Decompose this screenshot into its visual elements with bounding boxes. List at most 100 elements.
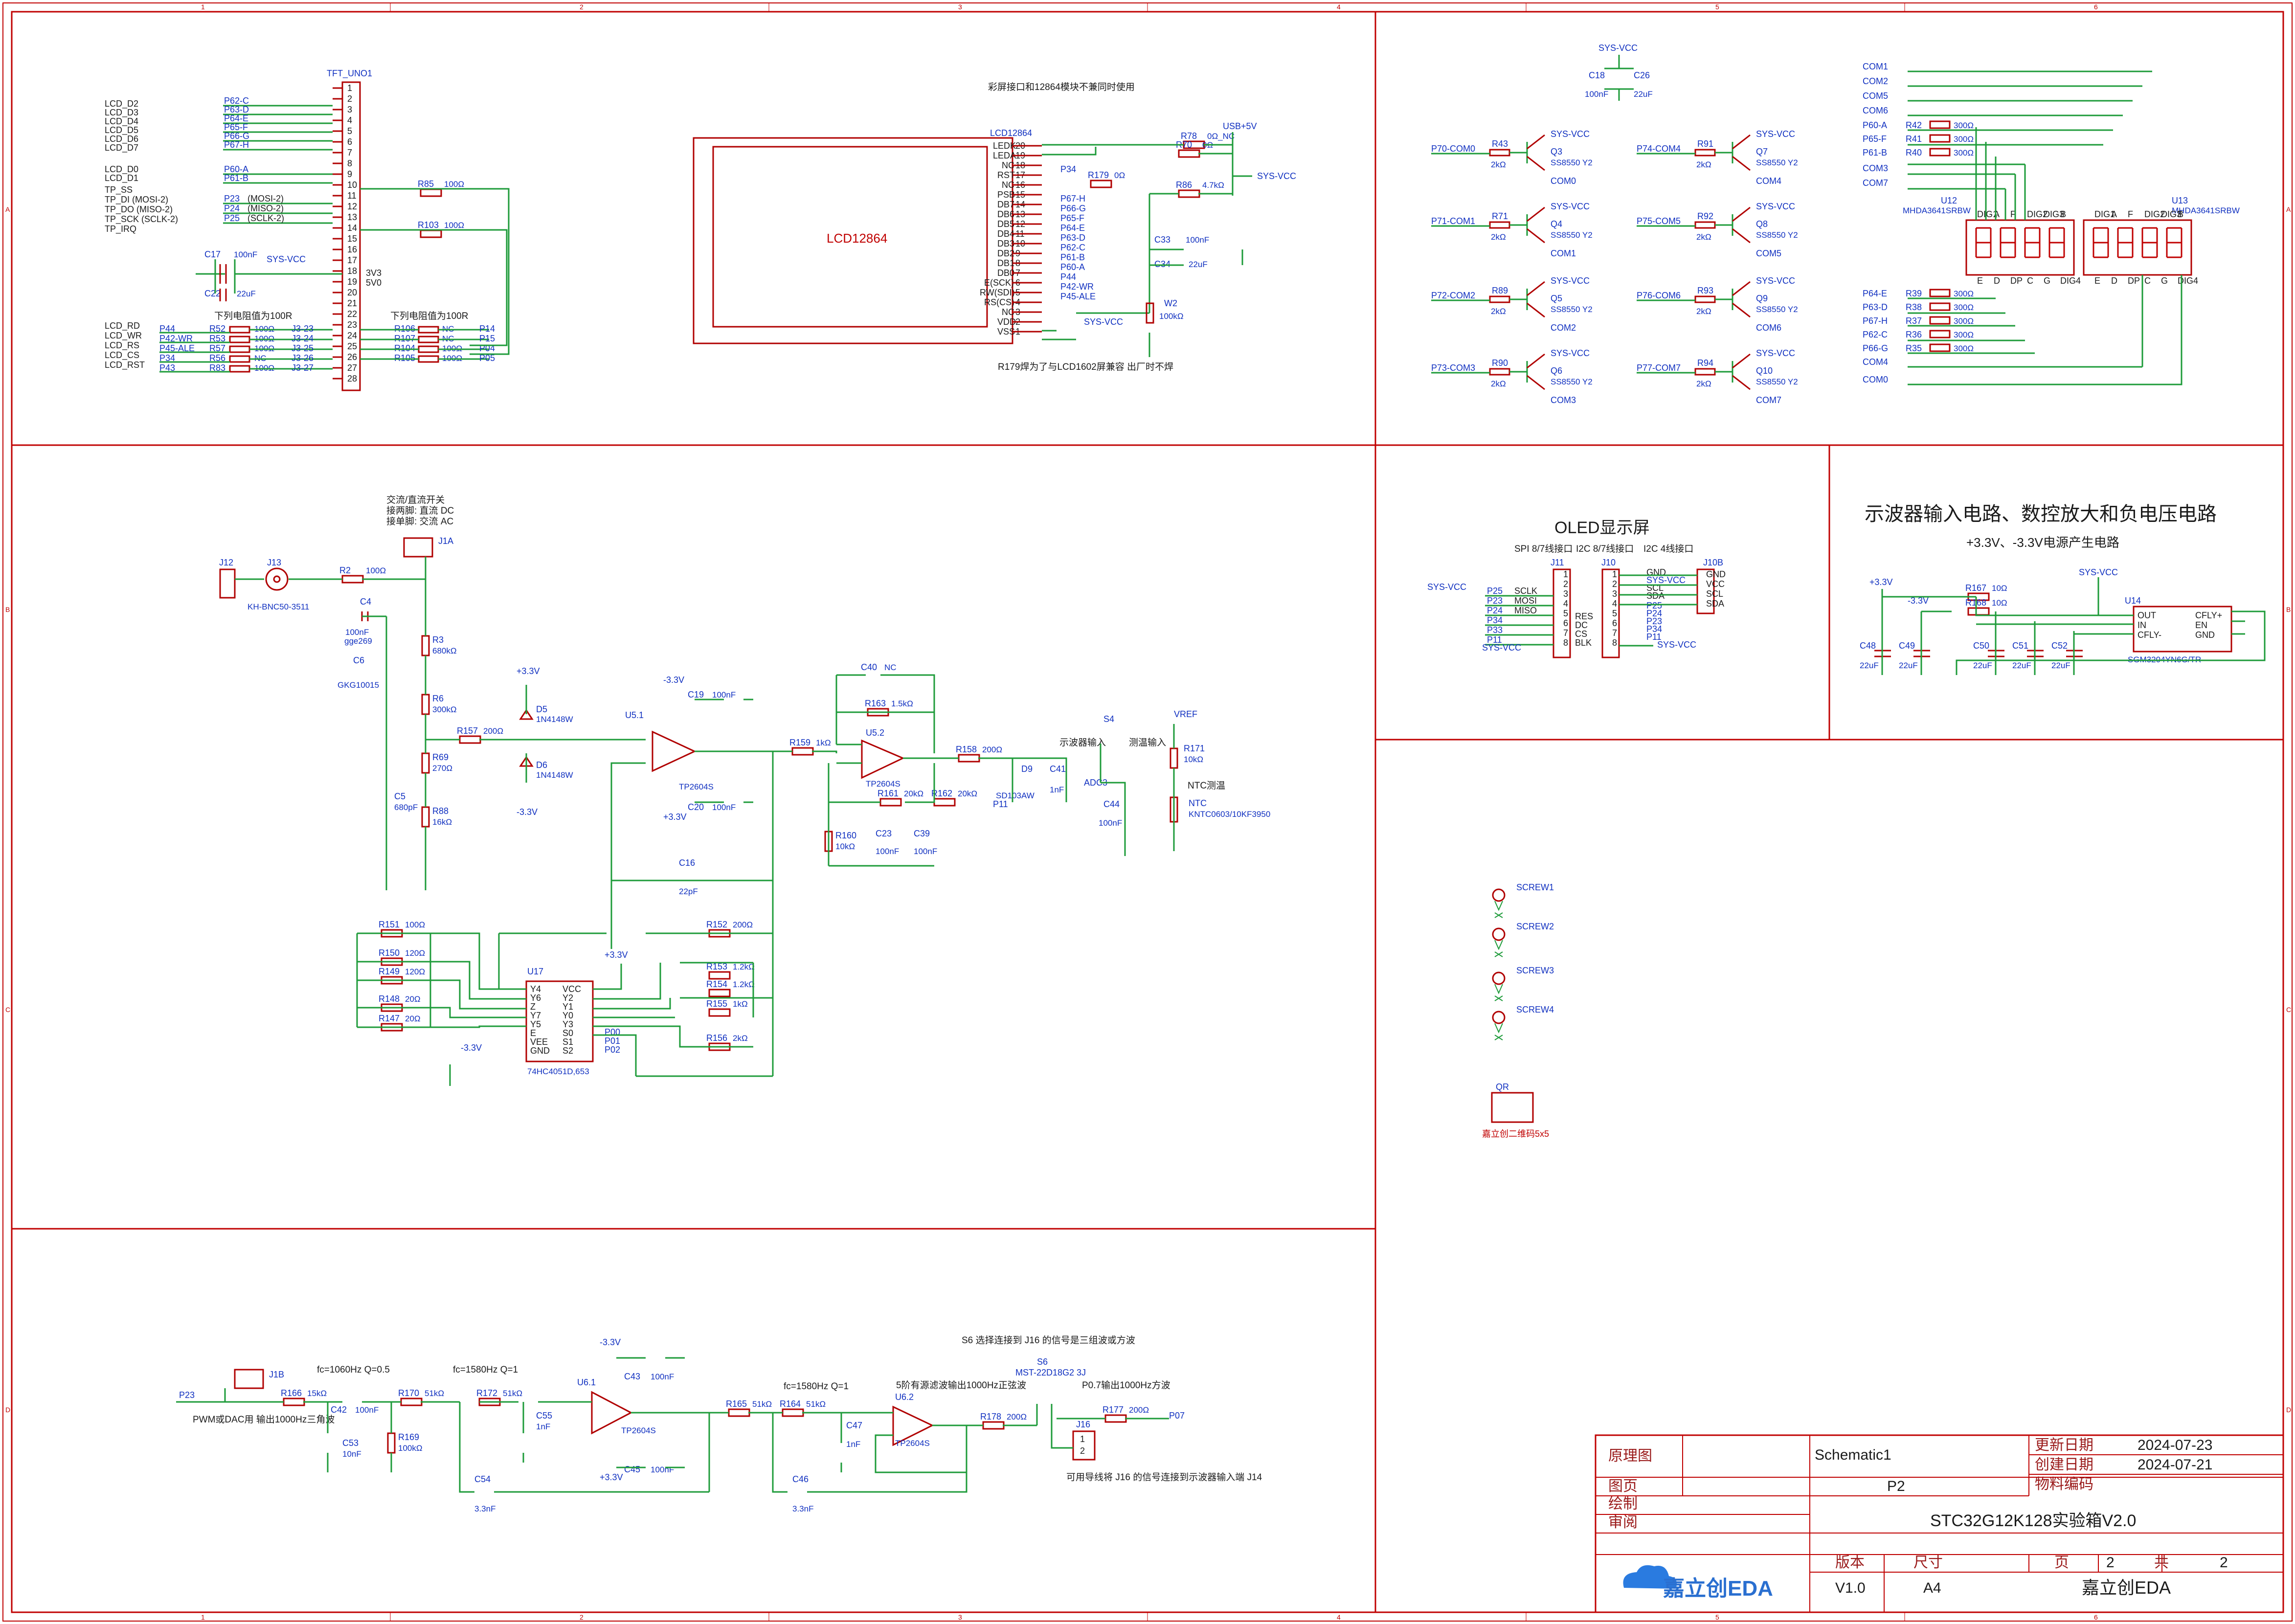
screw-ref: SCREW3: [1516, 966, 1554, 975]
u17-pin-r: Y2: [562, 993, 573, 1003]
u17-val: 74HC4051D,653: [527, 1067, 589, 1076]
r2-body: [341, 575, 364, 584]
c34-ref: C34: [1154, 259, 1170, 269]
c39-val: 100nF: [914, 847, 937, 856]
q-base-net: P71-COM1: [1431, 216, 1475, 226]
q-base-res-body: [1694, 149, 1716, 157]
q-wire: [1637, 361, 1733, 383]
gain-port: P01: [605, 1036, 620, 1046]
tb-update-date: 2024-07-23: [2138, 1437, 2212, 1453]
c46-ref: C46: [792, 1474, 809, 1484]
c6-val: GKG10015: [338, 680, 379, 690]
lcd-net: P65-F: [1060, 213, 1084, 223]
q-com: COM1: [1551, 248, 1576, 258]
j10-pin: 3: [1612, 589, 1617, 599]
zone-col-bottom: 1: [201, 1613, 205, 1621]
r103-val: 100Ω: [444, 221, 464, 230]
lcd12864-section: 彩屏接口和12864模块不兼同时使用 LCD12864 LCD12864 LED…: [693, 82, 1296, 372]
oled-i2c-sig: SYS-VCC: [1646, 575, 1686, 585]
disp-com-net: COM1: [1863, 62, 1888, 71]
c54-ref: C54: [474, 1474, 491, 1484]
u17-pin-l: Y6: [530, 993, 541, 1003]
oled-i2c-port: P23: [1646, 616, 1662, 626]
gge-val: gge269: [344, 636, 372, 646]
cloud-icon: [1623, 1565, 1677, 1589]
seg-net: P67-H: [1863, 316, 1888, 326]
adc3-net: ADC3: [1084, 778, 1107, 788]
screw-ref: SCREW4: [1516, 1005, 1554, 1015]
lcd-net: P61-B: [1060, 252, 1085, 262]
oled-vcc3: SYS-VCC: [1657, 640, 1696, 650]
tft-left-res-ref: R57: [209, 343, 225, 353]
u14-pin-l: CFLY-: [2138, 630, 2161, 640]
u5-2-val: TP2604S: [866, 779, 900, 789]
r78-val: 0Ω_NC: [1207, 132, 1235, 141]
c19-val: 100nF: [712, 690, 736, 699]
tft-left-res-body: [229, 336, 250, 343]
tft-right-res-body: [418, 355, 439, 363]
u5-1-ref: U5.1: [625, 710, 644, 720]
screw-ref: SCREW1: [1516, 882, 1554, 892]
oled-spi-side: CS: [1575, 629, 1587, 639]
lcd-pin-name: LEDA: [993, 151, 1016, 160]
j11-pin: 5: [1563, 609, 1568, 618]
lcd-net: P44: [1060, 272, 1076, 282]
tft-vcc: SYS-VCC: [267, 254, 306, 264]
gain-res-l-ref: R148: [379, 994, 400, 1004]
r163-val: 1.5kΩ: [891, 699, 913, 708]
lcd-net: P62-C: [1060, 243, 1085, 252]
j10-pin: 1: [1612, 569, 1617, 579]
q-vcc: SYS-VCC: [1756, 129, 1795, 139]
tft-pin-num: 1: [347, 83, 352, 93]
q-val: SS8550 Y2: [1756, 230, 1798, 240]
q-base-res-ref: R91: [1697, 139, 1713, 149]
q-val: SS8550 Y2: [1551, 305, 1593, 314]
tft-right-res-body: [418, 326, 439, 334]
c52-val: 22uF: [2051, 661, 2070, 670]
lcd-screen-label: LCD12864: [827, 231, 887, 246]
digit-pin-top: A: [1994, 209, 2000, 219]
q-base-res-body: [1489, 221, 1510, 229]
gain-rail-p33: +3.3V: [605, 950, 628, 960]
u17-pin-r: S2: [562, 1046, 573, 1056]
r88-body: [421, 806, 430, 828]
digit-pin-top: DIG2: [2144, 209, 2165, 219]
tft-jumper: J3-27: [292, 363, 314, 373]
pwm-note-s6: S6 选择连接到 J16 的信号是三组波或方波: [962, 1335, 1135, 1346]
r160-val: 10kΩ: [835, 842, 855, 851]
c49-ref: C49: [1899, 641, 1915, 651]
j13-ref: J13: [267, 558, 281, 567]
j1a-body: [403, 537, 433, 558]
pwm-note: PWM或DAC用 输出1000Hz三角波: [193, 1414, 335, 1425]
q-base-res-val: 2kΩ: [1491, 232, 1506, 242]
scope-rail-n33b: -3.3V: [663, 675, 684, 685]
q-base-res-body: [1694, 221, 1716, 229]
tft-section: TFT_UNO1 1234567891011121314151617181920…: [105, 68, 510, 391]
r159-ref: R159: [789, 738, 810, 747]
q-wire: [1431, 142, 1528, 163]
tft-pin-num: 4: [347, 115, 352, 125]
r158-val: 200Ω: [982, 745, 1002, 754]
seg-ref: R41: [1906, 134, 1922, 144]
tft-left-net: LCD_CS: [105, 350, 139, 361]
digit-pin-bot: DIG4: [2060, 276, 2081, 286]
tft-left-net: LCD_RST: [105, 360, 145, 370]
seg-body: [1929, 148, 1951, 157]
tb-drawn-label: 绘制: [1608, 1496, 1638, 1512]
q-symbol: [1527, 206, 1545, 244]
tft-pin-num: 3: [347, 105, 352, 114]
c17-ref: C17: [204, 249, 221, 259]
q-com: COM4: [1756, 176, 1781, 186]
q-com: COM3: [1551, 395, 1576, 405]
j11-body: [1552, 568, 1571, 658]
q-val: SS8550 Y2: [1756, 305, 1798, 314]
u14-pin-r: GND: [2195, 630, 2215, 640]
u6-1-val: TP2604S: [621, 1426, 656, 1435]
c46-val: 3.3nF: [792, 1504, 813, 1513]
oled-spi-net: MISO: [1514, 606, 1537, 615]
r161-ref: R161: [878, 789, 899, 798]
